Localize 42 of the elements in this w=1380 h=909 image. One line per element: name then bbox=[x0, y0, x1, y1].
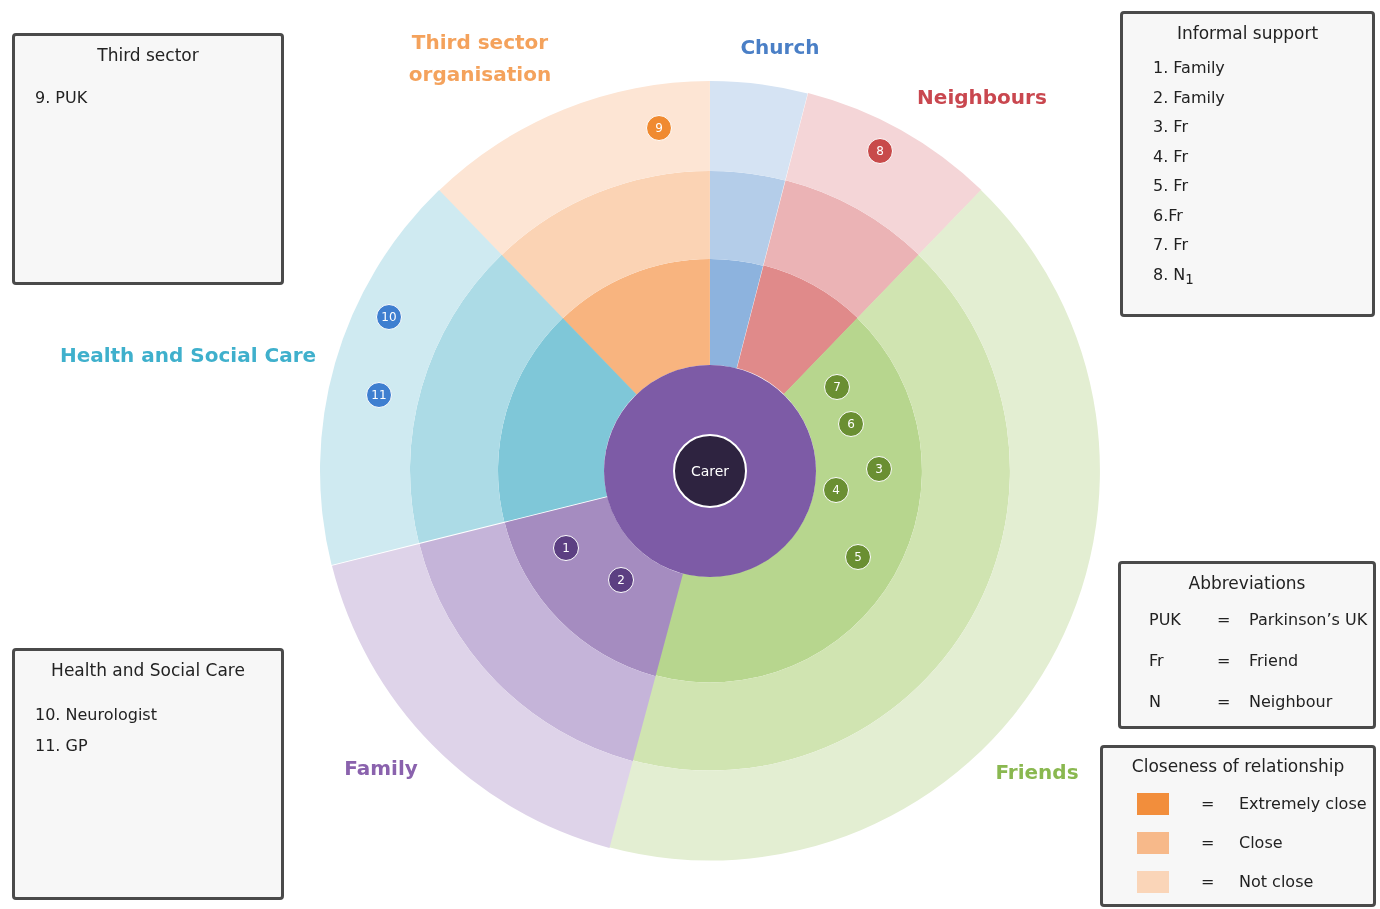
list-item: 4. Fr bbox=[1153, 146, 1188, 167]
equals-sign: = bbox=[1201, 872, 1215, 892]
list-item: 2. Family bbox=[1153, 87, 1225, 108]
panel-heading: Closeness of relationship bbox=[1130, 756, 1346, 776]
list-item: = bbox=[1217, 651, 1231, 671]
info-panel bbox=[12, 33, 284, 285]
list-item: 3. Fr bbox=[1153, 117, 1188, 137]
list-item: PUK bbox=[1149, 610, 1181, 630]
list-item: Friend bbox=[1249, 651, 1299, 671]
sector-label: Church bbox=[740, 34, 820, 61]
list-item: 7. Fr bbox=[1153, 235, 1188, 255]
list-item: 11. GP bbox=[35, 736, 88, 756]
list-item: 10. Neurologist bbox=[35, 705, 157, 725]
sector-label: Friends bbox=[995, 759, 1079, 786]
list-item: 6.Fr bbox=[1153, 205, 1183, 226]
list-item: N bbox=[1149, 692, 1161, 712]
list-item: 9. PUK bbox=[35, 88, 88, 108]
list-item: 5. Fr bbox=[1153, 176, 1188, 196]
legend-label: Not close bbox=[1239, 872, 1314, 892]
info-panel bbox=[12, 648, 284, 900]
panel-heading: Informal support bbox=[1175, 23, 1320, 43]
legend-label: Close bbox=[1239, 833, 1283, 853]
list-item: Fr bbox=[1149, 651, 1164, 671]
list-item: 1. Family bbox=[1153, 58, 1225, 78]
equals-sign: = bbox=[1201, 794, 1215, 814]
info-panel bbox=[1118, 561, 1376, 729]
list-item: Neighbour bbox=[1249, 692, 1333, 712]
sector-label: Neighbours bbox=[917, 84, 1047, 111]
sector-label: Health and Social Care bbox=[59, 342, 317, 369]
list-item: Parkinson’s UK bbox=[1249, 610, 1368, 630]
panel-heading: Third sector bbox=[96, 45, 200, 65]
list-item: = bbox=[1217, 692, 1231, 712]
equals-sign: = bbox=[1201, 833, 1215, 853]
sector-label: Third sector organisation bbox=[407, 29, 553, 88]
info-panel bbox=[1120, 11, 1375, 317]
panel-heading: Health and Social Care bbox=[50, 660, 246, 680]
list-item: 8. N$_{1}$ bbox=[1153, 264, 1194, 289]
info-panel bbox=[1100, 745, 1376, 907]
panel-heading: Abbreviations bbox=[1187, 573, 1307, 593]
sector-label: Family bbox=[344, 755, 418, 782]
list-item: = bbox=[1217, 610, 1231, 630]
legend-label: Extremely close bbox=[1239, 794, 1367, 814]
